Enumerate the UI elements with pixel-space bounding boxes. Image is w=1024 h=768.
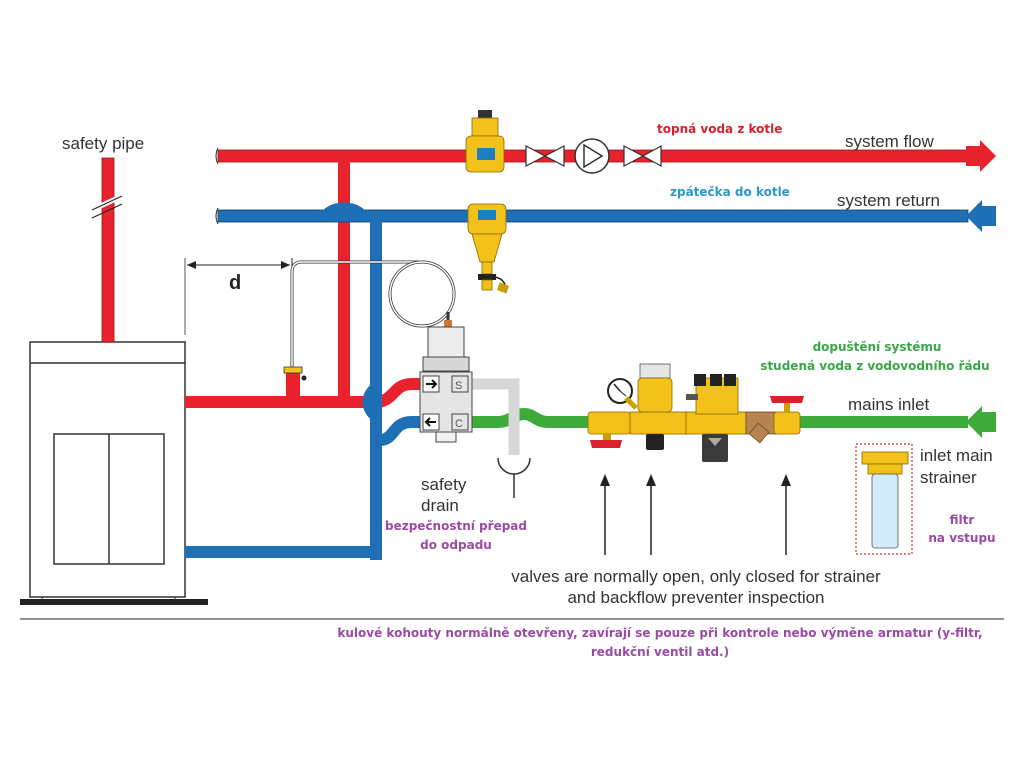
annotation-filter-cz-1: filtr: [950, 513, 975, 527]
dirt-separator: [467, 203, 510, 294]
mains-inlet-label: mains inlet: [848, 395, 930, 414]
inlet-strainer-label-2: strainer: [920, 468, 977, 487]
annotation-filter-cz-2: na vstupu: [928, 531, 995, 545]
annotation-mains-cz-1: dopuštění systému: [813, 340, 942, 354]
inlet-strainer-label-1: inlet main: [920, 446, 993, 465]
circulation-pump: [574, 138, 610, 174]
system-flow-label: system flow: [845, 132, 935, 151]
isolation-valve-1: [525, 145, 565, 167]
annotation-flow-cz: topná voda z kotle: [657, 122, 782, 136]
dimension-d-label: d: [229, 272, 241, 294]
pressure-gauge: [607, 378, 638, 410]
valve-note-line-2: and backflow preventer inspection: [567, 588, 824, 607]
backflow-preventer: [685, 374, 747, 462]
inlet-main-strainer: [855, 443, 913, 555]
annotation-return-cz: zpátečka do kotle: [670, 185, 790, 199]
system-return-label: system return: [837, 191, 940, 210]
isolation-valve-2: [623, 144, 662, 168]
sensor-capillary: [283, 260, 456, 381]
return-arrow: [966, 200, 996, 232]
footer-note-cz: kulové kohouty normálně otevřeny, zavíra…: [337, 626, 983, 659]
safety-pipe: [90, 157, 124, 343]
pressure-reducing-valve: [629, 363, 691, 450]
return-pipe: [185, 202, 969, 560]
annotation-drain-cz-1: bezpečnostní přepad: [385, 519, 527, 533]
safety-drain-label-2: drain: [421, 496, 459, 515]
annotation-drain-cz-2: do odpadu: [420, 538, 492, 552]
mixer-port-s-label: S: [455, 380, 462, 392]
boiler: [20, 341, 208, 605]
flow-arrow: [966, 140, 996, 172]
safety-drain-pipe: [462, 378, 531, 498]
valve-note-line-1: valves are normally open, only closed fo…: [511, 567, 881, 586]
safety-pipe-label: safety pipe: [62, 134, 144, 153]
mixer-port-c-label: C: [455, 418, 463, 430]
dimension-d-marker: [184, 258, 293, 335]
thermostatic-mixing-valve: [419, 320, 473, 443]
annotation-mains-cz-2: studená voda z vodovodního řádu: [760, 359, 989, 373]
pointer-arrows: [600, 474, 791, 555]
y-strainer: [745, 411, 777, 444]
mains-arrow: [966, 406, 996, 438]
ball-valve-left: [587, 411, 631, 448]
air-separator: [465, 110, 505, 173]
safety-drain-label-1: safety: [421, 475, 467, 494]
ball-valve-right: [770, 396, 804, 435]
mains-pipe: [470, 407, 968, 428]
